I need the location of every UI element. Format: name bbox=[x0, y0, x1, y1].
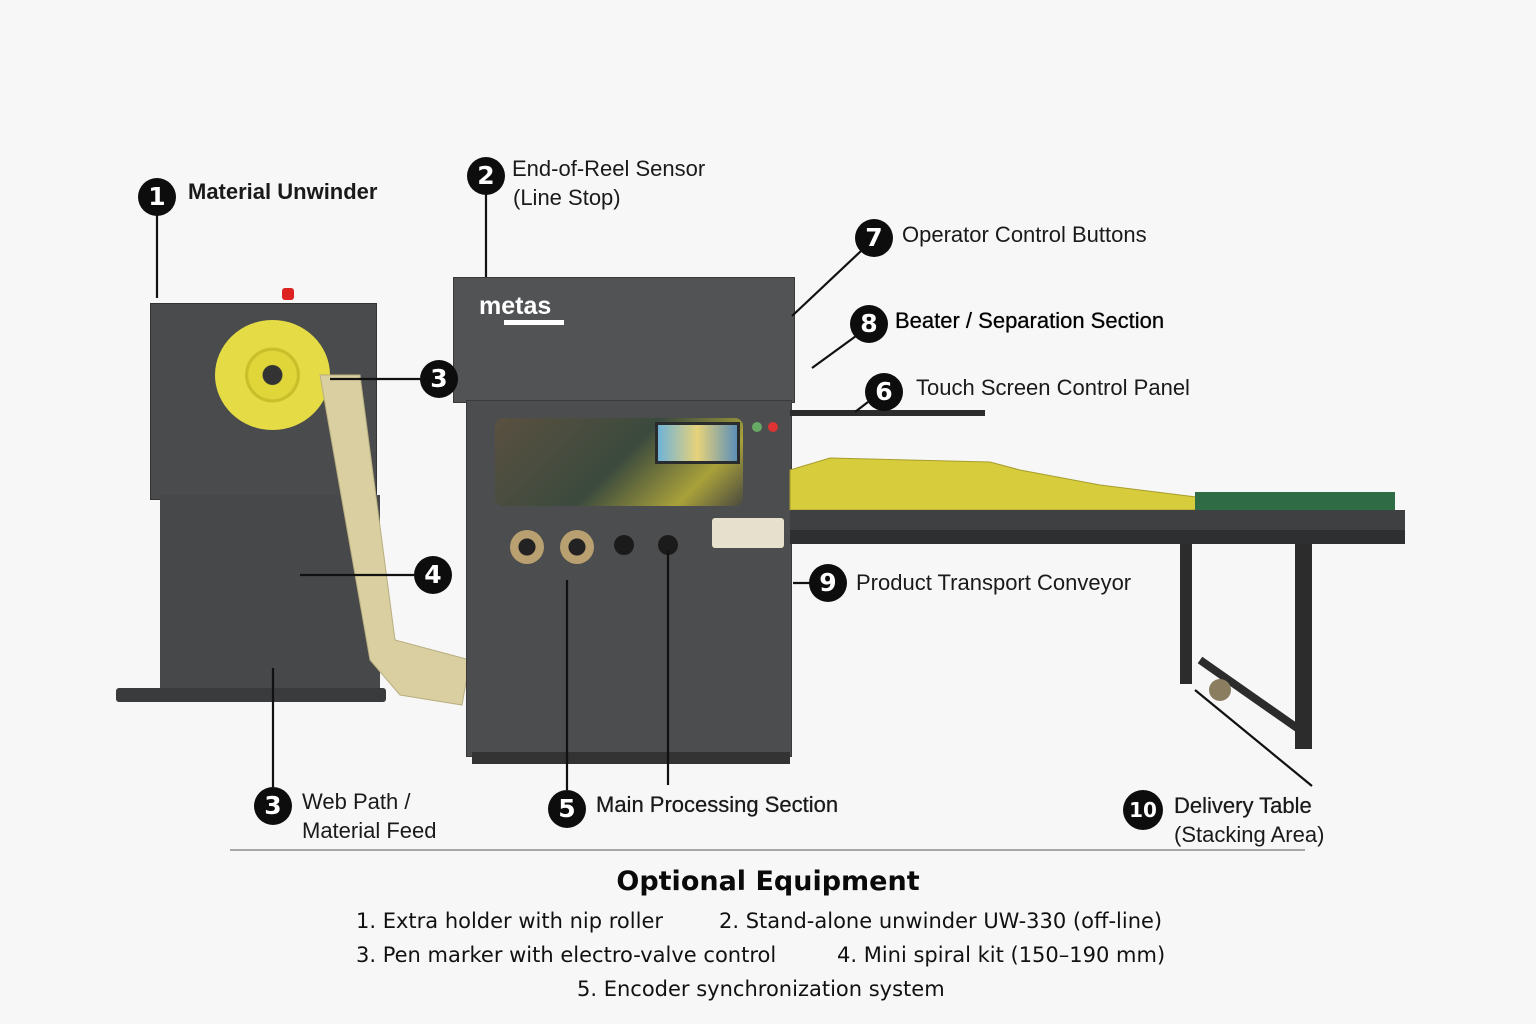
callout-number: 6 bbox=[865, 373, 903, 411]
callout-number: 5 bbox=[548, 790, 586, 828]
connector-2 bbox=[560, 530, 594, 564]
unwinder-lower bbox=[160, 495, 380, 690]
callout-number: 9 bbox=[809, 564, 847, 602]
brand-logo: metas bbox=[479, 292, 552, 320]
unwinder-base bbox=[116, 688, 386, 702]
callout-number: 8 bbox=[850, 305, 888, 343]
callout-label: Main Processing Section bbox=[596, 792, 839, 817]
callout-number: 4 bbox=[414, 556, 452, 594]
optional-item: 3. Pen marker with electro-valve control bbox=[356, 943, 777, 967]
callout-label: Beater / Separation Section bbox=[895, 308, 1165, 333]
optional-item: 4. Mini spiral kit (150–190 mm) bbox=[837, 943, 1166, 967]
material-roll bbox=[215, 320, 330, 430]
optional-equipment-title: Optional Equipment bbox=[616, 866, 920, 897]
callout-sublabel: Material Feed bbox=[302, 818, 437, 843]
connector-1 bbox=[510, 530, 544, 564]
callout-number: 3 bbox=[420, 360, 458, 398]
keypad bbox=[712, 518, 784, 548]
control-button-red bbox=[768, 422, 778, 432]
callout-label: Touch Screen Control Panel bbox=[916, 375, 1190, 400]
callout-label: End-of-Reel Sensor bbox=[512, 156, 706, 181]
callout-number: 2 bbox=[467, 157, 505, 195]
callout-label: Web Path / bbox=[302, 789, 411, 814]
knob-1 bbox=[614, 535, 634, 555]
logo-bar bbox=[504, 320, 564, 325]
main-top-cover bbox=[453, 277, 795, 403]
stop-button bbox=[282, 288, 294, 300]
main-base bbox=[472, 752, 790, 764]
callout-number: 3 bbox=[254, 787, 292, 825]
callout-label: Material Unwinder bbox=[188, 179, 378, 204]
optional-item: 2. Stand-alone unwinder UW-330 (off-line… bbox=[719, 909, 1163, 933]
callout-number: 7 bbox=[855, 219, 893, 257]
callout-number: 10 bbox=[1123, 790, 1163, 830]
callout-number: 1 bbox=[138, 178, 176, 216]
optional-item: 1. Extra holder with nip roller bbox=[356, 909, 663, 933]
callout-label: Operator Control Buttons bbox=[902, 222, 1147, 247]
callout-label: Delivery Table bbox=[1174, 793, 1312, 818]
knob-2 bbox=[658, 535, 678, 555]
callout-label: Product Transport Conveyor bbox=[856, 570, 1132, 595]
callout-sublabel: (Stacking Area) bbox=[1174, 822, 1325, 847]
callout-sublabel: (Line Stop) bbox=[513, 185, 621, 210]
optional-item: 5. Encoder synchronization system bbox=[577, 977, 945, 1001]
touch-screen bbox=[655, 422, 740, 464]
control-button-green bbox=[752, 422, 762, 432]
